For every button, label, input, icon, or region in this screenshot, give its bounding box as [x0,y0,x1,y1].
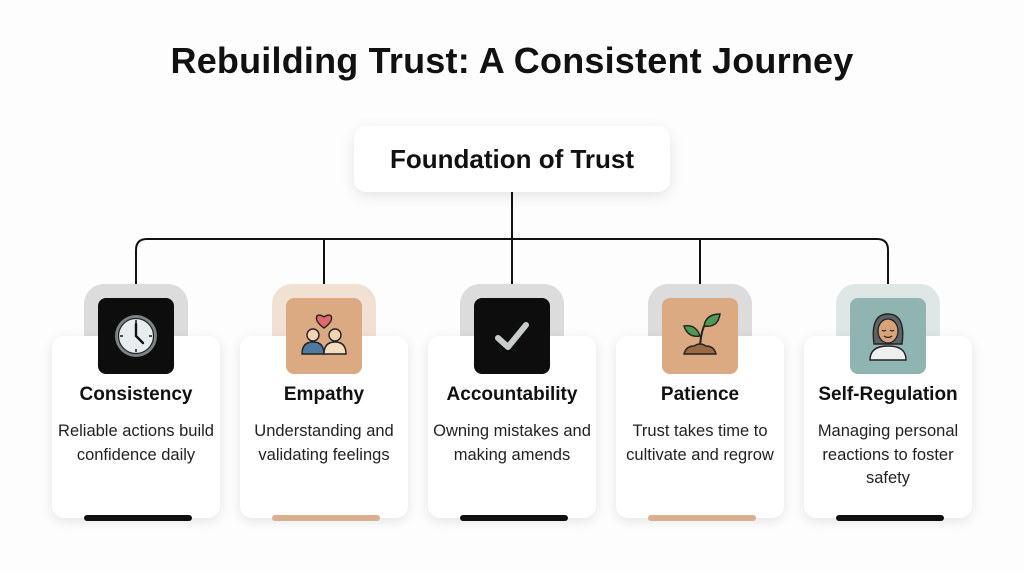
pillar-accent-bar [648,515,756,521]
pillar-card-consistency: Consistency Reliable actions build confi… [52,336,220,521]
pillar-accent-bar [836,515,944,521]
people-heart-icon [286,298,362,374]
sprout-icon [662,298,738,374]
checkmark-icon [474,298,550,374]
page-title: Rebuilding Trust: A Consistent Journey [170,40,854,81]
pillar-accent-bar [84,515,192,521]
pillar-label: Patience [660,384,740,405]
pillar-label: Accountability [446,384,578,405]
pillar-label: Self-Regulation [818,384,958,405]
root-node-foundation: Foundation of Trust [354,126,670,192]
pillar-label: Consistency [79,384,193,405]
pillar-accent-bar [272,515,380,521]
pillar-description: Understanding and validating feelings [254,422,394,464]
clock-icon [98,298,174,374]
pillar-label: Empathy [283,384,365,405]
pillar-description: Owning mistakes and making amends [433,422,591,464]
pillar-description: Trust takes time to cultivate and regrow [626,422,774,464]
calm-person-icon [850,298,926,374]
pillar-accent-bar [460,515,568,521]
pillar-description: Managing personal reactions to foster sa… [817,422,959,487]
pillar-description: Reliable actions build confidence daily [58,422,214,464]
root-node-label: Foundation of Trust [389,143,635,174]
